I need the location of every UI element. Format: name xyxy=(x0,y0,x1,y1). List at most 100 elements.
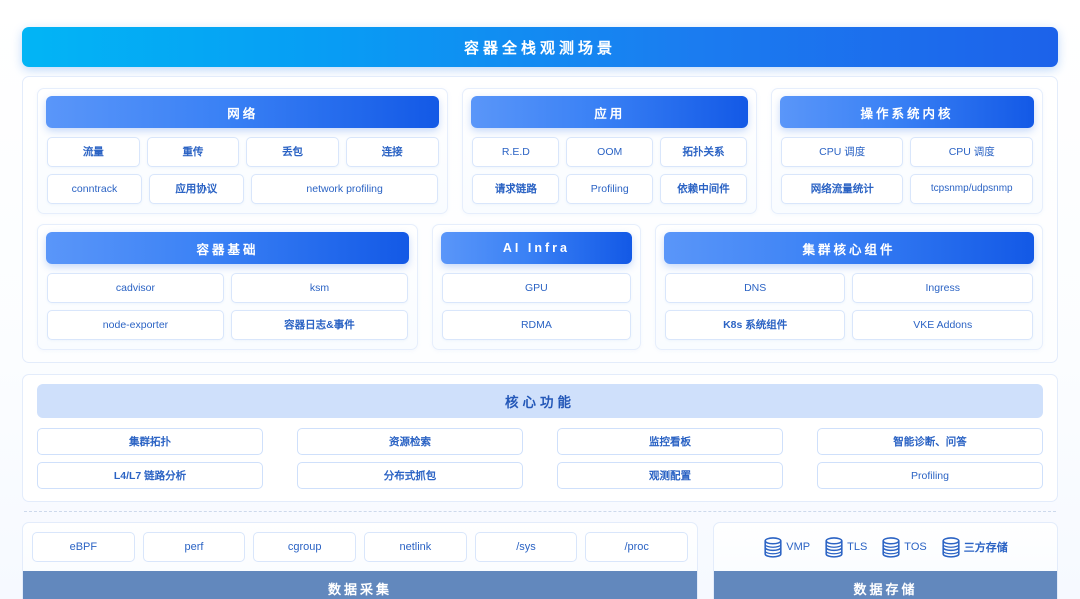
storage-item[interactable]: TLS xyxy=(824,536,868,558)
section-divider xyxy=(24,511,1056,512)
core-function-item[interactable]: 监控看板 xyxy=(557,428,783,455)
chip-item[interactable]: 拓扑关系 xyxy=(660,137,747,167)
chip-item[interactable]: 流量 xyxy=(47,137,140,167)
panel-header-network: 网络 xyxy=(46,96,440,128)
storage-item-label: 三方存储 xyxy=(963,542,1008,554)
chip-item[interactable]: network profiling xyxy=(250,174,439,204)
data-source-item[interactable]: netlink xyxy=(364,532,467,562)
data-collection-footer: 数据采集 xyxy=(23,571,697,599)
chip-line: /udpsnmp xyxy=(968,183,1013,195)
chip-item[interactable]: 应用协议 xyxy=(148,174,244,204)
chip-item[interactable]: 网络流量统计 xyxy=(780,174,904,204)
chip-item[interactable]: K8s 系统组件 xyxy=(664,310,846,340)
database-icon xyxy=(882,536,900,558)
storage-item-label: TOS xyxy=(904,541,927,553)
panel-body-ai-infra: GPU RDMA xyxy=(433,273,640,340)
chip-item[interactable]: ksm xyxy=(230,273,408,303)
chip-item[interactable]: cadvisor xyxy=(47,273,224,303)
core-functions-grid: 集群拓扑 资源检索 监控看板 智能诊断、问答 L4/L7 链路分析 分布式抓包 观测配置 Pr… xyxy=(37,428,1043,489)
chip-item[interactable]: Ingress xyxy=(852,273,1034,303)
core-function-item[interactable]: 智能诊断、问答 xyxy=(817,428,1043,455)
storage-item-row: VMP TLS TOS 三方存储 xyxy=(723,532,1048,562)
chip-item[interactable]: 连接 xyxy=(345,137,439,167)
chip-item[interactable]: R.E.D xyxy=(472,137,560,167)
chip-item[interactable]: GPU xyxy=(441,273,631,303)
chip-item[interactable]: 依赖中间件 xyxy=(660,174,747,204)
chip-item[interactable]: CPU 调度 xyxy=(910,137,1034,167)
chip-row: 流量重传丢包连接 xyxy=(47,137,439,167)
core-function-item[interactable]: 资源检索 xyxy=(297,428,523,455)
data-source-item[interactable]: /sys xyxy=(474,532,578,562)
chip-item[interactable]: 丢包 xyxy=(246,137,339,167)
chip-item[interactable]: node-exporter xyxy=(47,310,224,340)
chip-item[interactable]: 容器日志&事件 xyxy=(230,310,408,340)
chip-item[interactable]: CPU 调度 xyxy=(780,137,904,167)
panel-header-os-kernel: 操作系统内核 xyxy=(779,96,1034,128)
core-function-item[interactable]: 观测配置 xyxy=(557,462,783,489)
chip-item[interactable]: conntrack xyxy=(47,174,142,204)
panel-header-cluster-core: 集群核心组件 xyxy=(663,232,1035,264)
database-icon xyxy=(825,536,843,558)
data-source-item[interactable]: eBPF xyxy=(32,532,135,562)
data-source-item[interactable]: perf xyxy=(142,532,246,562)
panel-header-ai-infra: AI Infra xyxy=(440,232,632,264)
core-function-item[interactable]: L4/L7 链路分析 xyxy=(37,462,263,489)
chip-item[interactable]: 请求链路 xyxy=(472,174,560,204)
panel-header-container-base: 容器基础 xyxy=(46,232,409,264)
chip-item[interactable]: 重传 xyxy=(146,137,240,167)
database-icon xyxy=(942,536,960,558)
chip-row: GPU xyxy=(441,273,631,303)
chip-item[interactable]: Profiling xyxy=(566,174,654,204)
chip-item[interactable]: VKE Addons xyxy=(852,310,1034,340)
storage-item[interactable]: 三方存储 xyxy=(941,536,1008,558)
chip-item[interactable]: OOM xyxy=(566,137,654,167)
chip-item[interactable]: DNS xyxy=(664,273,846,303)
core-function-item[interactable]: 集群拓扑 xyxy=(37,428,263,455)
core-row: 集群拓扑 资源检索 监控看板 智能诊断、问答 xyxy=(37,428,1043,455)
storage-item[interactable]: VMP xyxy=(763,536,810,558)
storage-item[interactable]: TOS xyxy=(881,536,927,558)
chip-line: tcpsnmp xyxy=(930,183,969,195)
data-storage-footer: 数据存储 xyxy=(714,571,1057,599)
core-row: L4/L7 链路分析 分布式抓包 观测配置 Profiling xyxy=(37,462,1043,489)
data-storage-section: VMP TLS TOS 三方存储 数据存储 xyxy=(713,522,1058,599)
data-source-item[interactable]: /proc xyxy=(585,532,689,562)
core-functions-header: 核心功能 xyxy=(37,384,1043,418)
chip-item[interactable]: tcpsnmp/udpsnmp xyxy=(910,174,1034,204)
chip-row: RDMA xyxy=(441,310,631,340)
chip-item[interactable]: RDMA xyxy=(441,310,631,340)
panel-header-application: 应用 xyxy=(471,96,748,128)
page-title: 容器全栈观测场景 xyxy=(22,27,1058,67)
core-function-item[interactable]: 分布式抓包 xyxy=(297,462,523,489)
core-function-item[interactable]: Profiling xyxy=(817,462,1043,489)
database-icon xyxy=(764,536,782,558)
storage-item-label: TLS xyxy=(847,541,868,553)
data-source-item[interactable]: cgroup xyxy=(253,532,357,562)
core-functions-section: 核心功能 集群拓扑 资源检索 监控看板 智能诊断、问答 L4/L7 链路分析 分布式抓包 观… xyxy=(22,374,1058,502)
